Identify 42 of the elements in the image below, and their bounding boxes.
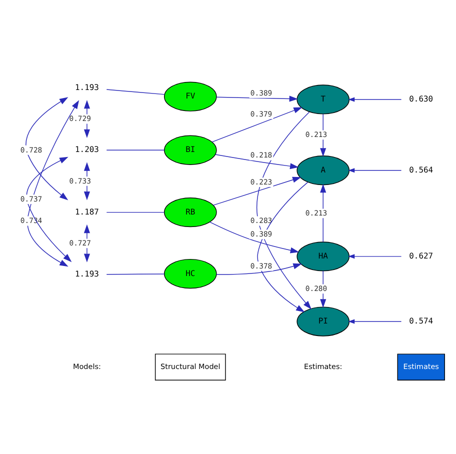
label: Estimates: bbox=[304, 361, 342, 370]
edge-label: 0.213 bbox=[305, 130, 328, 139]
arrow bbox=[84, 224, 90, 262]
edge-label: 0.733 bbox=[69, 176, 91, 185]
edge-label: 0.727 bbox=[69, 238, 91, 248]
label: Models: bbox=[73, 361, 101, 370]
connector bbox=[106, 211, 165, 212]
arrow bbox=[320, 113, 326, 156]
edge-label: 0.389 bbox=[250, 229, 272, 238]
edge-label: 0.737 bbox=[20, 194, 42, 203]
arrow bbox=[320, 183, 326, 242]
edge-label: 0.379 bbox=[250, 108, 272, 118]
edge-label: 0.280 bbox=[305, 284, 328, 293]
arrow bbox=[348, 318, 402, 324]
edge-label: 0.213 bbox=[305, 208, 328, 218]
connector bbox=[106, 273, 165, 274]
arrow bbox=[84, 162, 90, 200]
arrow bbox=[26, 96, 68, 200]
label: Structural Model bbox=[160, 361, 220, 370]
label: Estimates bbox=[403, 361, 439, 370]
arrow bbox=[256, 111, 312, 309]
arrow bbox=[210, 221, 300, 253]
arrow bbox=[348, 254, 402, 258]
arrow bbox=[84, 99, 90, 138]
arrow bbox=[215, 154, 299, 169]
arrow bbox=[216, 262, 302, 274]
connector bbox=[106, 88, 165, 94]
edge-label: 0.389 bbox=[250, 88, 272, 98]
arrow bbox=[257, 181, 308, 312]
edge-label: 0.218 bbox=[250, 150, 272, 160]
arrow bbox=[348, 168, 402, 172]
arrow bbox=[348, 96, 402, 102]
edge-label: 0.378 bbox=[250, 260, 272, 270]
edge-label: 0.223 bbox=[250, 176, 272, 186]
arrow bbox=[26, 156, 72, 262]
arrow bbox=[212, 106, 302, 142]
connector bbox=[106, 149, 165, 150]
edge-label: 0.728 bbox=[20, 144, 42, 154]
arrow bbox=[27, 100, 80, 266]
edge-label: 0.729 bbox=[69, 114, 91, 123]
arrow bbox=[216, 95, 298, 102]
edge-label: 0.283 bbox=[250, 216, 272, 225]
